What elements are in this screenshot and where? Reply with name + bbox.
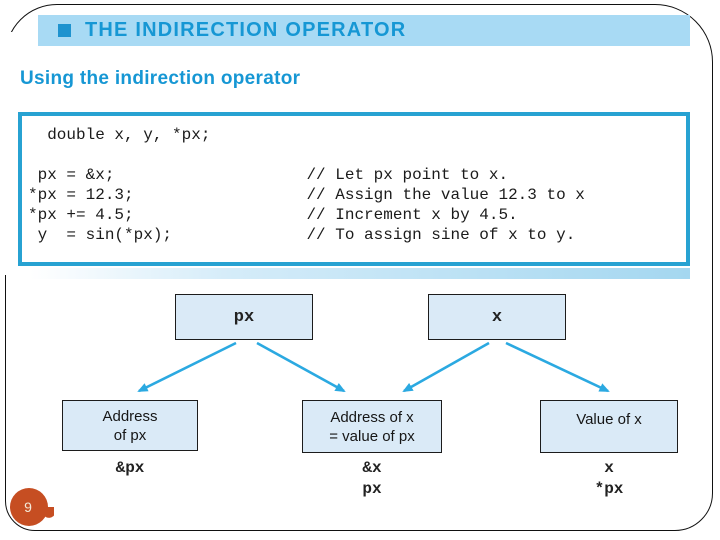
- page-number: 9: [24, 499, 32, 515]
- box-px: px: [175, 294, 313, 340]
- caption-amp-px-line1: &px: [115, 459, 145, 477]
- box-px-label: px: [233, 307, 255, 327]
- caption-amp-x-line1: &x: [362, 459, 382, 477]
- caption-amp-x-px: &x px: [302, 458, 442, 500]
- box-address-of-x: Address of x = value of px: [302, 400, 442, 453]
- slide-title: THE INDIRECTION OPERATOR: [85, 19, 407, 41]
- caption-x-line2: *px: [594, 480, 624, 498]
- box-value-of-x-line1: Value of x: [576, 411, 642, 428]
- code-box: double x, y, *px; px = &x; // Let px poi…: [18, 112, 690, 266]
- box-address-of-px-line1: Address: [102, 407, 158, 425]
- caption-x-starpx: x *px: [540, 458, 678, 500]
- bullet-square-icon: [58, 24, 71, 37]
- box-address-of-x-line2: = value of px: [329, 427, 415, 445]
- title-bar: THE INDIRECTION OPERATOR: [38, 15, 690, 46]
- caption-amp-x-line2: px: [362, 480, 382, 498]
- caption-x-line1: x: [604, 459, 614, 477]
- gradient-divider: [30, 268, 690, 279]
- box-address-of-px: Address of px: [62, 400, 198, 451]
- caption-amp-px: &px: [62, 458, 198, 479]
- page-number-blob-icon: [10, 488, 54, 526]
- box-address-of-x-line1: Address of x: [330, 408, 414, 426]
- border-cover: [0, 32, 12, 275]
- box-x-label: x: [491, 307, 503, 327]
- box-value-of-x: Value of x: [540, 400, 678, 453]
- code-listing: double x, y, *px; px = &x; // Let px poi…: [28, 126, 585, 244]
- box-x: x: [428, 294, 566, 340]
- slide-subtitle: Using the indirection operator: [20, 68, 301, 89]
- box-address-of-px-line2: of px: [113, 426, 147, 444]
